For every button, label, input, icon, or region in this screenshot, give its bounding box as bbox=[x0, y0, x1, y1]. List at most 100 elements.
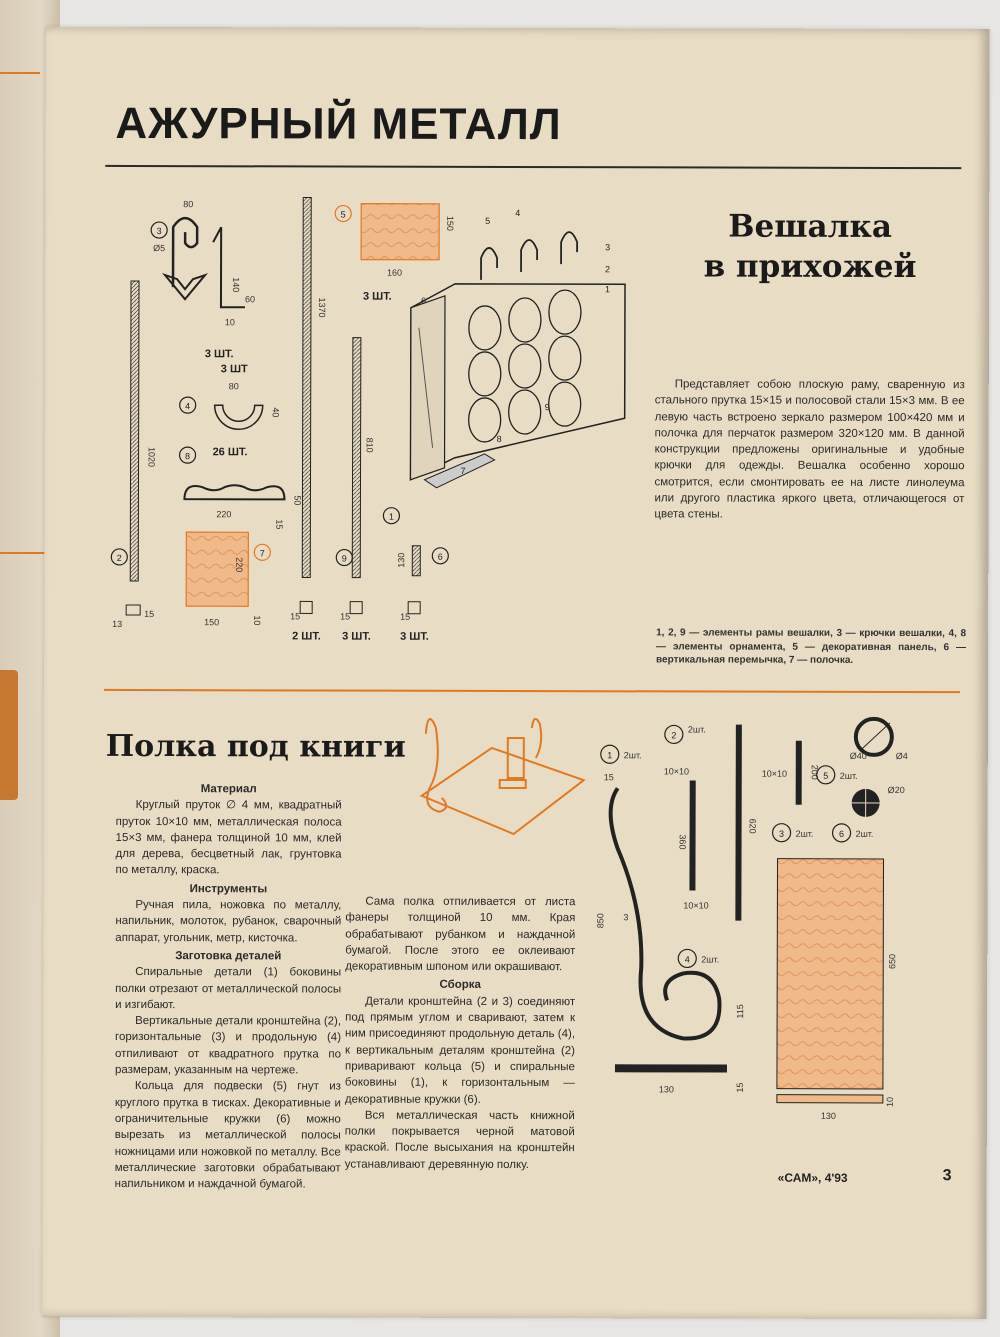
rod-1-length: 1370 bbox=[317, 297, 327, 317]
callout-circle bbox=[335, 548, 353, 567]
shelf-p5-qty: 2шт. bbox=[840, 771, 858, 781]
callout-9: 9 bbox=[342, 554, 347, 564]
asm-label-8: 8 bbox=[497, 434, 502, 444]
shelf-p2-shape bbox=[689, 780, 696, 891]
callout-4: 4 bbox=[185, 401, 190, 411]
callout-8: 8 bbox=[185, 451, 190, 461]
callout-circle bbox=[179, 396, 197, 414]
callout-circle bbox=[382, 507, 401, 525]
adjacent-page-rule bbox=[0, 72, 40, 74]
part-6-sec: 15 bbox=[400, 612, 410, 622]
shelf-p4-h: 620 bbox=[748, 819, 758, 834]
hanger-hooks bbox=[480, 231, 579, 280]
hook-part: 3 80 Ø5 140 60 10 3 ШТ. bbox=[150, 199, 255, 360]
shelf-p1-b: 15 bbox=[735, 1083, 745, 1093]
adjacent-page-illustration bbox=[0, 670, 18, 800]
shelf-ring-d: Ø40 bbox=[850, 751, 867, 761]
shelf-illustration bbox=[419, 717, 586, 836]
ring-height-dim: 40 bbox=[271, 407, 281, 417]
panel-5: 5 160 150 3 ШТ. bbox=[334, 202, 455, 303]
shelf-p3-h: 200 bbox=[810, 765, 820, 780]
ring-shape bbox=[213, 404, 264, 430]
callout-circle bbox=[831, 823, 852, 843]
shelf-bracket-right bbox=[530, 717, 543, 759]
rod-9-length: 810 bbox=[365, 438, 375, 453]
rod-2-sec: 15 bbox=[144, 609, 154, 619]
hook-diam-dim: Ø5 bbox=[153, 243, 165, 253]
hook-arrow bbox=[162, 273, 209, 301]
ring-qty: 3 ШТ bbox=[221, 363, 248, 375]
shelf-p1-t: 3 bbox=[623, 912, 628, 922]
shelf-p1-h2: 115 bbox=[735, 1004, 745, 1018]
board-7: 7 150 220 10 bbox=[185, 531, 271, 627]
part-6: 130 6 15 3 ШТ. bbox=[396, 545, 449, 643]
shelf-part-5: Ø40 Ø4 5 2шт. bbox=[816, 716, 908, 785]
asm-label-9: 9 bbox=[545, 402, 550, 412]
magazine-page: АЖУРНЫЙ МЕТАЛЛ Вешалка в прихожей Предст… bbox=[42, 26, 990, 1320]
ornament-width-dim: 220 bbox=[216, 509, 231, 519]
callout-circle bbox=[664, 724, 684, 745]
rod-1-qty: 2 ШТ. bbox=[292, 630, 321, 642]
rod-9-section bbox=[349, 601, 363, 615]
part-6-section bbox=[407, 601, 421, 615]
asm-label-4: 4 bbox=[515, 208, 520, 218]
shelf-p1-h: 850 bbox=[595, 913, 605, 928]
shelf-p3-qty: 2шт. bbox=[796, 829, 814, 839]
hook-b-dim: 10 bbox=[225, 317, 235, 327]
rod-2: 1020 2 15 13 bbox=[110, 280, 157, 629]
callout-circle bbox=[677, 948, 697, 969]
board-7-shape bbox=[185, 531, 249, 607]
panel-5-shape bbox=[360, 202, 440, 261]
hook-h2-dim: 60 bbox=[245, 294, 255, 304]
shelf-sq-1: 10×10 bbox=[664, 766, 689, 776]
shelf-board-shape bbox=[776, 858, 885, 1090]
mirror-reflection bbox=[418, 327, 434, 448]
hook-side-view bbox=[212, 226, 245, 309]
part-6-height: 130 bbox=[396, 553, 406, 568]
board-7-thick: 10 bbox=[252, 615, 262, 625]
shelf-sq-3: 10×10 bbox=[762, 769, 787, 779]
shelf-part-3: 10×10 200 3 2шт. bbox=[762, 740, 820, 843]
shelf-callout-4: 4 bbox=[685, 954, 690, 964]
panel-5-qty: 3 ШТ. bbox=[363, 291, 392, 303]
ring-5-shape bbox=[853, 716, 894, 757]
callout-2: 2 bbox=[117, 553, 122, 563]
rod-1-section bbox=[299, 600, 313, 614]
shelf-p3-shape bbox=[795, 740, 802, 805]
ornament-shape bbox=[183, 484, 286, 501]
callout-circle bbox=[110, 548, 128, 566]
asm-label-2: 2 bbox=[605, 264, 610, 274]
ring-5-dimline bbox=[859, 722, 891, 752]
shelf-p1-w: 15 bbox=[604, 772, 614, 782]
callout-circle bbox=[431, 547, 449, 565]
rod-9-shape bbox=[351, 337, 362, 579]
rod-9-sec: 15 bbox=[340, 612, 350, 622]
shelf-board-h: 650 bbox=[887, 954, 897, 969]
callout-circle bbox=[253, 543, 271, 561]
shelf-board-drawing: 650 130 10 bbox=[776, 858, 897, 1121]
rod-2-length: 1020 bbox=[147, 447, 157, 467]
ornament-part: 8 26 ШТ. 220 50 15 bbox=[178, 446, 302, 529]
shelf-board-w: 130 bbox=[821, 1111, 836, 1121]
rod-1: 1370 15 2 ШТ. bbox=[290, 196, 327, 642]
hanger-shelf bbox=[423, 453, 496, 489]
ring-width-dim: 80 bbox=[229, 381, 239, 391]
shelf-p6-qty: 2шт. bbox=[856, 829, 874, 839]
hook-height-dim: 140 bbox=[231, 277, 241, 292]
shelf-callout-2: 2 bbox=[671, 730, 676, 740]
shelf-part-4: 620 10×10 4 2шт. bbox=[677, 724, 758, 969]
callout-5: 5 bbox=[341, 210, 346, 220]
spiral-part bbox=[608, 787, 722, 1041]
callout-circle bbox=[178, 446, 197, 464]
shelf-p1-qty: 2шт. bbox=[624, 750, 642, 760]
ornament-height-dim: 50 bbox=[292, 495, 302, 505]
callout-6: 6 bbox=[438, 552, 443, 562]
asm-label-5: 5 bbox=[485, 216, 490, 226]
shelf-callout-3: 3 bbox=[779, 829, 784, 839]
callout-3: 3 bbox=[157, 226, 162, 236]
hook-qty: 3 ШТ. bbox=[205, 348, 234, 360]
hanger-assembly: 5 4 3 2 1 6 9 8 7 bbox=[409, 208, 626, 489]
rod-2-shape bbox=[129, 280, 140, 582]
hanger-lattice bbox=[468, 289, 582, 443]
technical-drawings: 3 80 Ø5 140 60 10 3 ШТ. 3 ШТ 4 80 40 8 2… bbox=[110, 196, 908, 1121]
